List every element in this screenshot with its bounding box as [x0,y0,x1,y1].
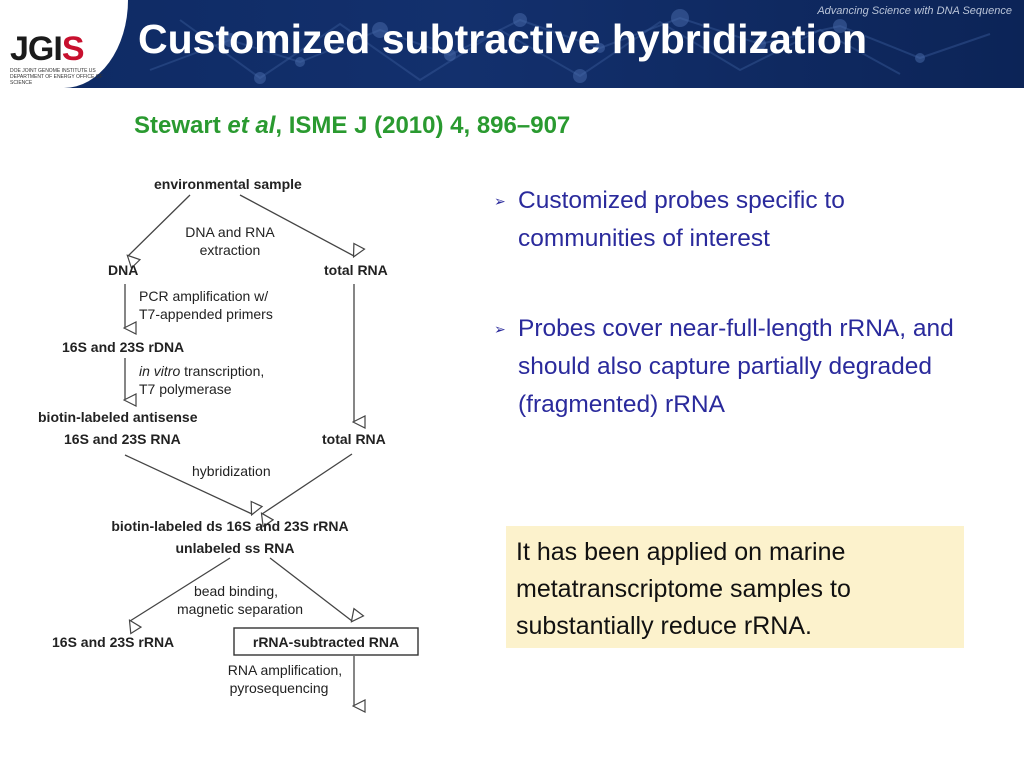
step-extraction-line2: extraction [200,242,261,258]
logo-letters: JGI [10,30,63,68]
step-ivt-italic: in vitro [139,363,180,379]
citation-author: Stewart [134,112,228,139]
node-total-rna-2: total RNA [322,431,386,447]
step-pcr-line1: PCR amplification w/ [139,288,268,304]
header-molecule-decoration [149,9,991,84]
bullet-item: ➢ Probes cover near-full-length rRNA, an… [492,310,972,424]
tagline: Advancing Science with DNA Sequence [817,5,1012,17]
bullet-text: Probes cover near-full-length rRNA, and … [518,315,954,418]
step-amp-line1: RNA amplification, [228,662,342,678]
jgi-logo: JGIS DOE JOINT GENOME INSTITUTE US DEPAR… [0,0,128,88]
bullet-item: ➢ Customized probes specific to communit… [492,182,972,258]
step-bead-line2: magnetic separation [177,601,303,617]
step-hybridization: hybridization [192,463,271,479]
subtracted-rna-box [233,627,419,656]
arrow-antisense-to-ds [124,454,252,514]
step-amp-line2: pyrosequencing [230,680,329,696]
arrow-total-rna-to-ds [262,453,353,514]
arrow-bullet-icon: ➢ [494,193,506,209]
node-environmental-sample: environmental sample [154,176,302,192]
jgi-logo-mark: JGIS [10,30,84,69]
workflow-diagram: environmental sample DNA and RNA extract… [38,176,419,715]
citation: Stewart et al, ISME J (2010) 4, 896–907 [134,112,570,140]
step-ivt-rest: transcription, [180,363,264,379]
header-bar: JGIS DOE JOINT GENOME INSTITUTE US DEPAR… [0,0,1024,88]
bullet-list: ➢ Customized probes specific to communit… [492,182,972,424]
citation-journal: , ISME J (2010) 4, 896–907 [275,112,571,139]
node-ds-rrna: biotin-labeled ds 16S and 23S rRNA [111,518,348,534]
logo-subtitle: DOE JOINT GENOME INSTITUTE US DEPARTMENT… [10,68,103,86]
callout-text: It has been applied on marine metatransc… [516,538,851,640]
slide-title: Customized subtractive hybridization [138,16,867,62]
arrow-bullet-icon: ➢ [494,321,506,337]
step-bead-line1: bead binding, [194,583,278,599]
step-pcr-line2: T7-appended primers [139,306,273,322]
step-ivt-line1: in vitro transcription, [139,363,264,379]
arrow-ds-to-rrna [130,557,231,621]
callout-box: It has been applied on marine metatransc… [506,526,964,648]
node-total-rna: total RNA [324,262,388,278]
node-ss-rna: unlabeled ss RNA [175,540,294,556]
arrow-sample-to-dna [128,194,191,256]
node-rrna-out: 16S and 23S rRNA [52,634,174,650]
logo-letter-s: S [61,30,85,68]
node-dna: DNA [108,262,138,278]
bullet-text: Customized probes specific to communitie… [518,187,845,252]
node-subtracted-rna: rRNA-subtracted RNA [253,634,399,650]
arrow-ds-to-subtracted [269,557,352,621]
step-ivt-line2: T7 polymerase [139,381,232,397]
node-rdna: 16S and 23S rDNA [62,339,184,355]
node-antisense-line1: biotin-labeled antisense [38,409,198,425]
step-extraction-line1: DNA and RNA [185,224,275,240]
citation-etal: et al [227,112,276,139]
arrow-sample-to-total-rna [239,194,354,256]
node-antisense-line2: 16S and 23S RNA [64,431,181,447]
